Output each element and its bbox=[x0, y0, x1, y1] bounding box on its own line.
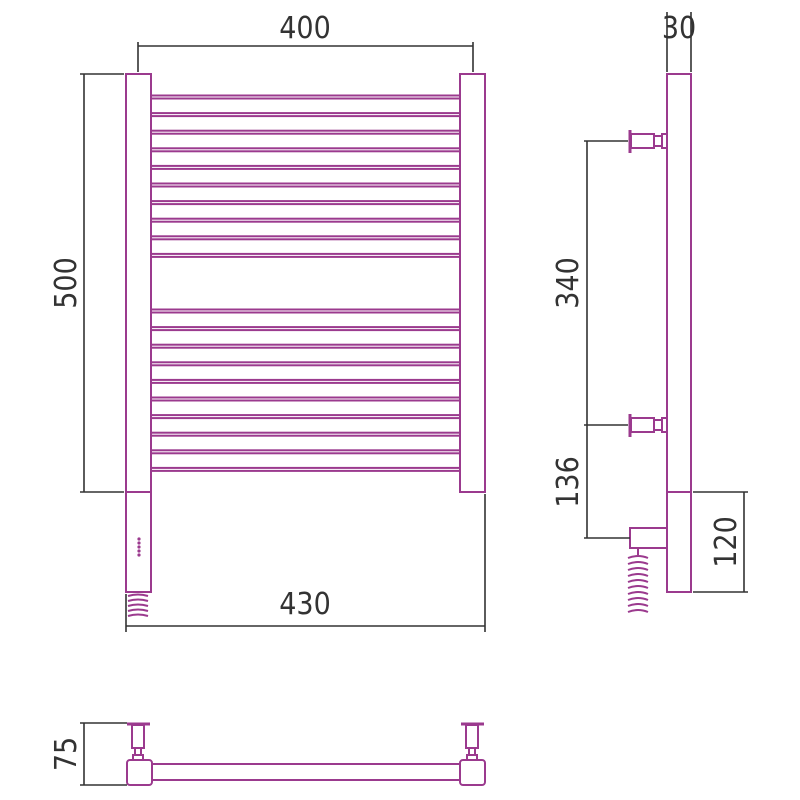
rung bbox=[150, 217, 461, 223]
top-view: 75 bbox=[49, 722, 486, 786]
rung bbox=[150, 147, 461, 153]
rung bbox=[150, 466, 461, 472]
left-post bbox=[125, 73, 152, 493]
dimension-75-label: 75 bbox=[49, 737, 84, 771]
rung bbox=[150, 449, 461, 455]
dimension-30 bbox=[666, 12, 692, 72]
side-view: 30 340 136 120 bbox=[551, 11, 748, 613]
dimension-430-label: 430 bbox=[279, 587, 331, 622]
rung bbox=[150, 308, 461, 314]
dimension-340-label: 340 bbox=[551, 257, 586, 309]
rungs bbox=[150, 94, 461, 472]
top-rung bbox=[150, 763, 462, 781]
dimension-500-label: 500 bbox=[49, 257, 84, 309]
front-view: 400 500 430 bbox=[49, 11, 486, 632]
rung bbox=[150, 94, 461, 100]
right-post-section bbox=[459, 759, 486, 786]
dimension-120 bbox=[693, 491, 748, 593]
side-cable-coil-icon bbox=[627, 549, 649, 613]
dimension-400 bbox=[137, 42, 474, 72]
rung bbox=[150, 326, 461, 332]
rung bbox=[150, 235, 461, 241]
rung bbox=[150, 361, 461, 367]
right-post bbox=[459, 73, 486, 493]
rung bbox=[150, 200, 461, 206]
dimension-400-label: 400 bbox=[279, 11, 331, 46]
side-post bbox=[666, 73, 692, 593]
dimension-500 bbox=[80, 73, 124, 493]
rung bbox=[150, 112, 461, 118]
dimension-120-label: 120 bbox=[709, 516, 744, 568]
rung bbox=[150, 164, 461, 170]
rung bbox=[150, 378, 461, 384]
right-top-bracket bbox=[461, 722, 484, 761]
indicator-dots bbox=[137, 537, 141, 557]
dimension-340-136 bbox=[584, 140, 630, 539]
dimension-30-label: 30 bbox=[662, 11, 696, 46]
dimension-75 bbox=[80, 722, 127, 786]
rung bbox=[150, 252, 461, 258]
heater-housing bbox=[125, 491, 152, 593]
wall-bracket-bottom bbox=[628, 414, 668, 437]
left-post-section bbox=[126, 759, 153, 786]
rung bbox=[150, 343, 461, 349]
rung bbox=[150, 431, 461, 437]
heater-plug bbox=[629, 527, 668, 549]
wall-bracket-top bbox=[628, 130, 668, 153]
cable-coil-icon bbox=[127, 593, 149, 617]
rung bbox=[150, 414, 461, 420]
rung bbox=[150, 129, 461, 135]
rung bbox=[150, 182, 461, 188]
dimension-136-label: 136 bbox=[551, 456, 586, 508]
dimension-430 bbox=[125, 494, 486, 632]
rung bbox=[150, 396, 461, 402]
left-top-bracket bbox=[127, 722, 150, 761]
